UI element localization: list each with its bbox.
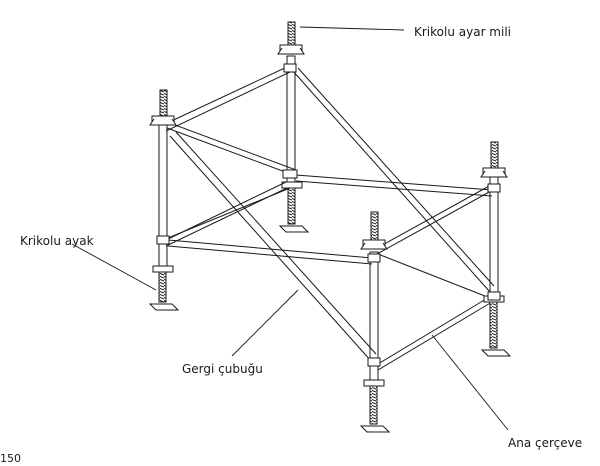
main-frame-pipes bbox=[158, 55, 499, 383]
back-jack-spindle bbox=[277, 21, 305, 55]
label-jack-leg: Krikolu ayak bbox=[20, 234, 94, 248]
page-number: 150 bbox=[0, 452, 21, 465]
leader-jack-leg bbox=[71, 243, 157, 291]
label-main-frame: Ana çerçeve bbox=[508, 436, 583, 450]
couplers bbox=[156, 63, 501, 367]
front-jack-foot bbox=[359, 379, 391, 433]
back-post bbox=[286, 55, 296, 183]
leader-lines bbox=[71, 26, 509, 431]
left-jack-foot bbox=[148, 265, 180, 311]
label-tie-rod: Gergi çubuğu bbox=[182, 362, 263, 376]
label-jack-spindle: Krikolu ayar mili bbox=[414, 25, 512, 39]
right-jack-spindle bbox=[480, 141, 508, 178]
leader-tie-rod bbox=[231, 289, 299, 357]
left-jack-spindle bbox=[149, 89, 177, 126]
leader-main-frame bbox=[431, 334, 509, 431]
tie-rod-back-right bbox=[291, 67, 495, 293]
right-post bbox=[489, 174, 499, 296]
ledger-pipes bbox=[164, 65, 493, 371]
tie-rod-back-left bbox=[167, 187, 291, 239]
leader-jack-spindle bbox=[299, 26, 405, 31]
front-jack-spindle bbox=[360, 211, 388, 250]
tie-rods bbox=[167, 67, 495, 363]
tie-rod-front-right bbox=[377, 253, 491, 299]
tie-rod-left-front bbox=[169, 131, 377, 363]
left-post bbox=[158, 124, 168, 268]
